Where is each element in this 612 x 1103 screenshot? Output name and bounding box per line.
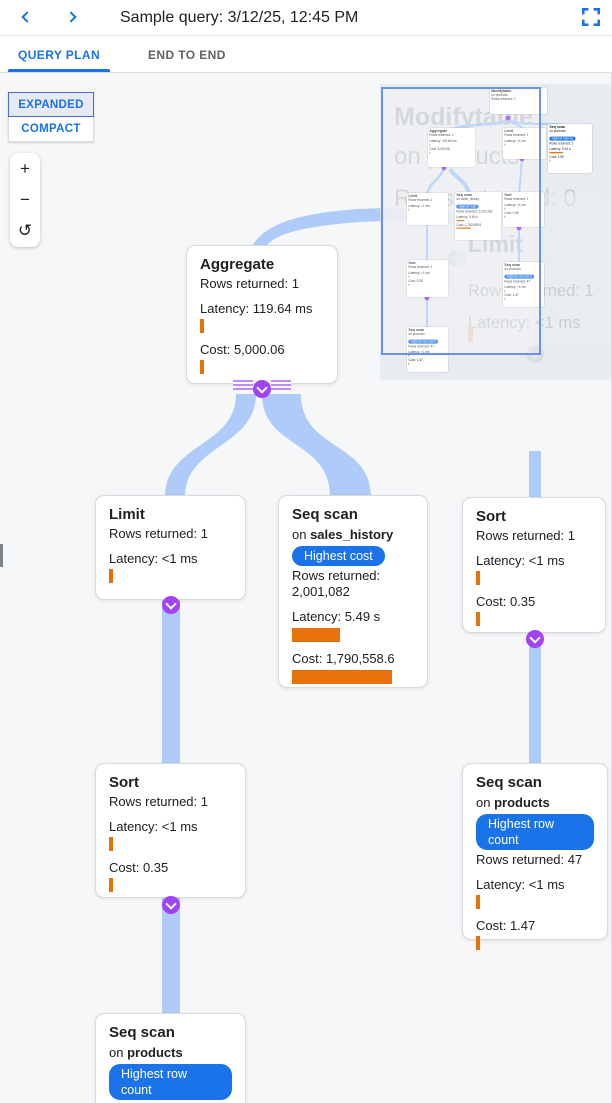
node-cost: Cost: 1.47: [476, 918, 536, 933]
expanded-button[interactable]: EXPANDED: [8, 92, 94, 117]
node-table: on products: [476, 795, 550, 810]
collapse-stripes-right: [271, 380, 291, 391]
node-latency: Latency: 119.64 ms: [200, 301, 313, 316]
fullscreen-button[interactable]: [582, 8, 600, 26]
node-title: Limit: [109, 506, 145, 523]
minimap-node-modifytable: Modifytable on products Rows returned: 0: [490, 88, 547, 114]
collapse-toggle-limit[interactable]: [162, 596, 180, 614]
latency-bar: [109, 569, 113, 583]
tab-bar: QUERY PLAN END TO END: [0, 36, 612, 73]
fullscreen-icon: [582, 8, 600, 26]
cost-bar: [200, 360, 204, 374]
latency-bar: [109, 837, 113, 851]
link-aggregate-to-seqscan: [262, 394, 371, 497]
node-cost: Cost: 0.35: [476, 594, 536, 609]
minimap-node-seq-scan-latency: Seq scan on products Highest latency Row…: [548, 124, 592, 173]
node-table: on products: [109, 1045, 183, 1060]
collapse-stripes-left: [233, 380, 253, 391]
node-rows: Rows returned: 1: [200, 276, 299, 291]
tab-end-to-end[interactable]: END TO END: [148, 47, 226, 62]
cost-bar: [292, 670, 392, 684]
collapse-toggle-sort-left[interactable]: [162, 896, 180, 914]
link-limit-to-sort: [162, 598, 180, 765]
plan-node-aggregate[interactable]: Aggregate Rows returned: 1 Latency: 119.…: [186, 245, 338, 384]
panel-resize-handle[interactable]: [0, 544, 3, 567]
node-latency: Latency: <1 ms: [109, 819, 198, 834]
highest-cost-badge: Highest cost: [292, 546, 385, 566]
node-rows: Rows returned: 1: [109, 526, 208, 541]
minimap-links: [424, 115, 571, 329]
latency-bar: [292, 628, 340, 642]
highest-row-count-badge: Highest row count: [476, 814, 594, 850]
minimap[interactable]: Modifytable on products Rows returned: 0…: [380, 84, 612, 380]
node-latency: Latency: <1 ms: [476, 877, 565, 892]
node-cost: Cost: 1,790,558.6: [292, 651, 395, 666]
minimap-node-sort-left: Sort Rows returned: 1 Latency: <1 ms Cos…: [407, 260, 448, 297]
view-mode-toggle: EXPANDED COMPACT: [8, 92, 94, 142]
node-title: Sort: [109, 774, 139, 791]
link-sort-right-to-seqscan-right: [529, 631, 541, 765]
chevron-right-icon: [65, 11, 77, 23]
latency-bar: [476, 895, 480, 909]
node-title: Seq scan: [476, 774, 542, 791]
node-title: Sort: [476, 508, 506, 525]
plan-node-sort-left[interactable]: Sort Rows returned: 1 Latency: <1 ms Cos…: [95, 763, 246, 898]
latency-bar: [200, 319, 204, 333]
plan-node-seq-scan-sales-history[interactable]: Seq scan on sales_history Highest cost R…: [278, 495, 428, 688]
minimap-node-seq-scan-rows-left: Seq scan on products Highest row count R…: [407, 327, 448, 372]
previous-query-button[interactable]: [14, 6, 38, 30]
minimap-node-sort-mid: Sort Rows returned: 1 Latency: <1 ms Cos…: [503, 192, 544, 227]
highest-row-count-badge: Highest row count: [109, 1064, 232, 1100]
node-table: on sales_history: [292, 527, 394, 542]
zoom-in-button[interactable]: +: [20, 158, 30, 178]
latency-bar: [476, 571, 480, 585]
page-title: Sample query: 3/12/25, 12:45 PM: [120, 9, 359, 26]
node-cost: Cost: 5,000.06: [200, 342, 285, 357]
cost-bar: [109, 878, 113, 892]
link-sort-to-seqscan-bottom: [162, 896, 180, 1015]
plan-node-sort-right[interactable]: Sort Rows returned: 1 Latency: <1 ms Cos…: [462, 497, 606, 633]
node-latency: Latency: <1 ms: [476, 553, 565, 568]
minimap-node-limit-left: Limit Rows returned: 1 Latency: <1 ms: [407, 193, 448, 225]
collapse-toggle-sort-right[interactable]: [526, 630, 544, 648]
node-rows: Rows returned: 1: [476, 528, 575, 543]
header: Sample query: 3/12/25, 12:45 PM: [0, 0, 612, 36]
node-latency: Latency: 5.49 s: [292, 609, 381, 624]
cost-bar: [476, 612, 480, 626]
zoom-panel: + − ↺: [10, 153, 40, 247]
collapse-toggle-aggregate[interactable]: [253, 380, 271, 398]
link-ghostlimit-to-sort-right: [529, 451, 541, 499]
minimap-node-seq-scan-cost: Seq scan on sales_history Highest cost R…: [455, 192, 501, 240]
plan-canvas[interactable]: Modifytable on products Rows returned: 0…: [0, 73, 612, 1103]
node-cost: Cost: 0.35: [109, 860, 169, 875]
compact-button[interactable]: COMPACT: [8, 117, 94, 142]
zoom-out-button[interactable]: −: [20, 189, 30, 209]
minimap-node-aggregate: Aggregate Rows returned: 1 Latency: 119.…: [428, 128, 475, 167]
node-rows: Rows returned: 1: [109, 794, 208, 809]
node-latency: Latency: <1 ms: [109, 551, 198, 566]
plan-node-seq-scan-products-bottom[interactable]: Seq scan on products Highest row count R…: [95, 1013, 246, 1103]
minimap-node-limit: Limit Rows returned: 1 Latency: <1 ms: [503, 128, 546, 159]
node-rows: Rows returned: 47: [476, 852, 583, 867]
cost-bar: [476, 936, 480, 950]
node-title: Aggregate: [200, 256, 275, 273]
chevron-left-icon: [21, 11, 33, 23]
tab-query-plan[interactable]: QUERY PLAN: [18, 47, 101, 62]
reset-view-button[interactable]: ↺: [17, 220, 33, 240]
node-title: Seq scan: [292, 506, 358, 523]
active-tab-underline: [8, 69, 110, 72]
node-title: Seq scan: [109, 1024, 175, 1041]
plan-node-limit[interactable]: Limit Rows returned: 1 Latency: <1 ms: [95, 495, 246, 600]
node-rows: Rows returned: 2,001,082: [292, 568, 381, 599]
next-query-button[interactable]: [62, 6, 86, 30]
plan-node-seq-scan-products-right[interactable]: Seq scan on products Highest row count R…: [462, 763, 608, 950]
link-aggregate-to-limit: [165, 394, 256, 497]
minimap-node-seq-scan-rows-mid: Seq scan on products Highest row count R…: [503, 262, 544, 307]
minimap-viewport[interactable]: [381, 87, 541, 355]
